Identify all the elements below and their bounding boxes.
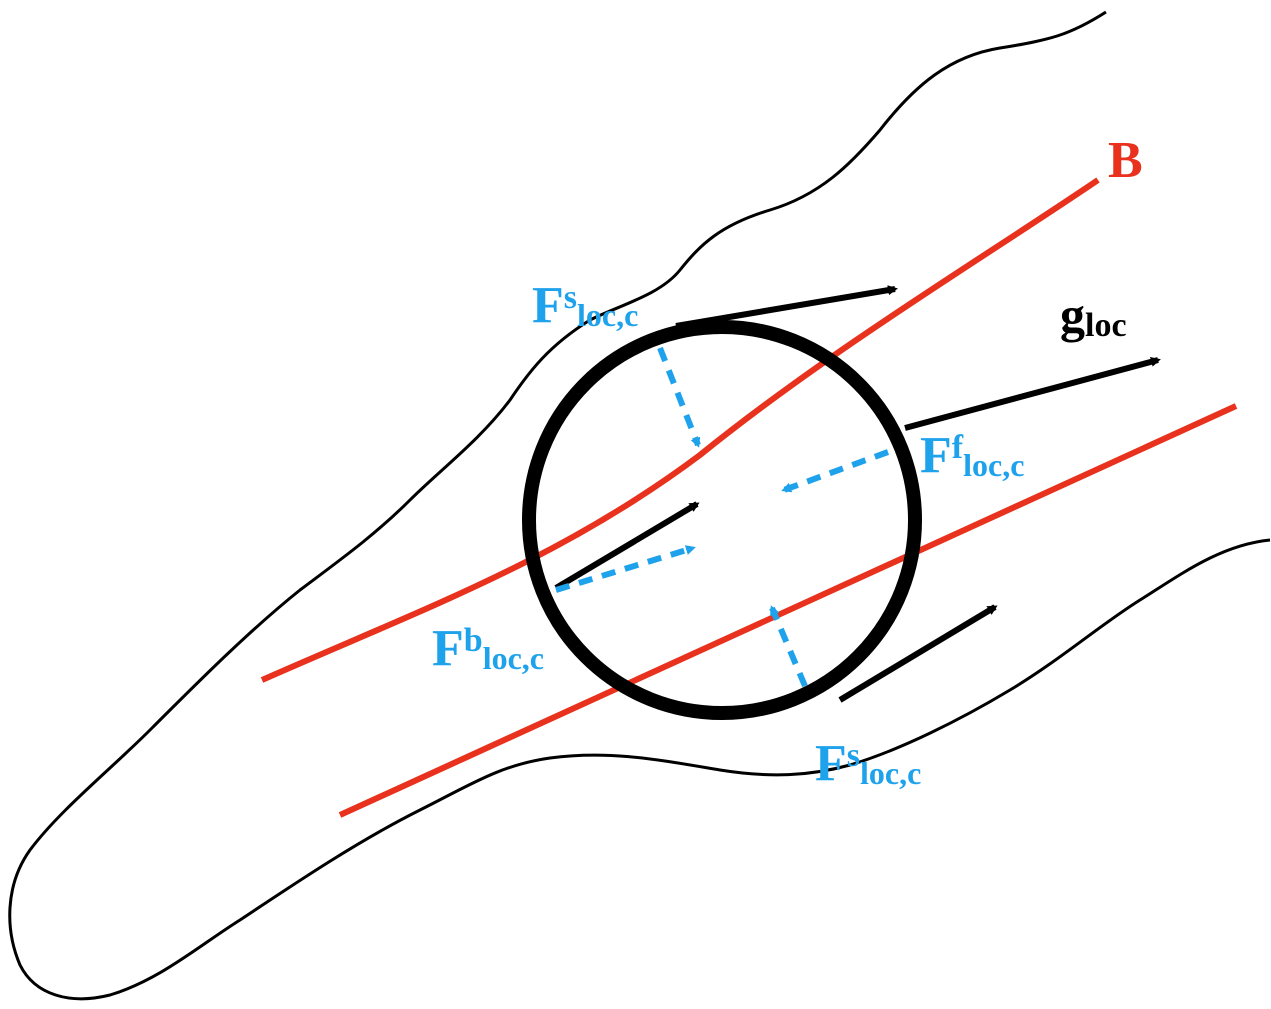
front-force-label: Ffloc,c <box>920 427 1024 484</box>
surface-velocity-arrow-bottom <box>838 604 998 703</box>
surface-force-arrow-top <box>657 346 701 448</box>
back-force-label: Fbloc,c <box>432 620 544 677</box>
boundary-line-upper <box>260 177 1100 683</box>
boundary-line-lower <box>338 403 1238 818</box>
cell-circle <box>522 320 922 720</box>
gradient-arrow <box>904 356 1161 431</box>
surface-velocity-arrow-top <box>675 285 898 329</box>
back-force-arrow <box>555 545 696 593</box>
tissue-outline <box>8 10 1271 1001</box>
gradient-label: gloc <box>1060 287 1127 344</box>
surface-force-label-top: Fsloc,c <box>532 277 638 334</box>
boundary-label: B <box>1108 132 1143 189</box>
back-velocity-arrow <box>554 501 700 591</box>
surface-force-label-bottom: Fsloc,c <box>815 735 921 792</box>
surface-force-arrow-bottom <box>769 605 808 688</box>
front-force-arrow <box>781 449 890 493</box>
